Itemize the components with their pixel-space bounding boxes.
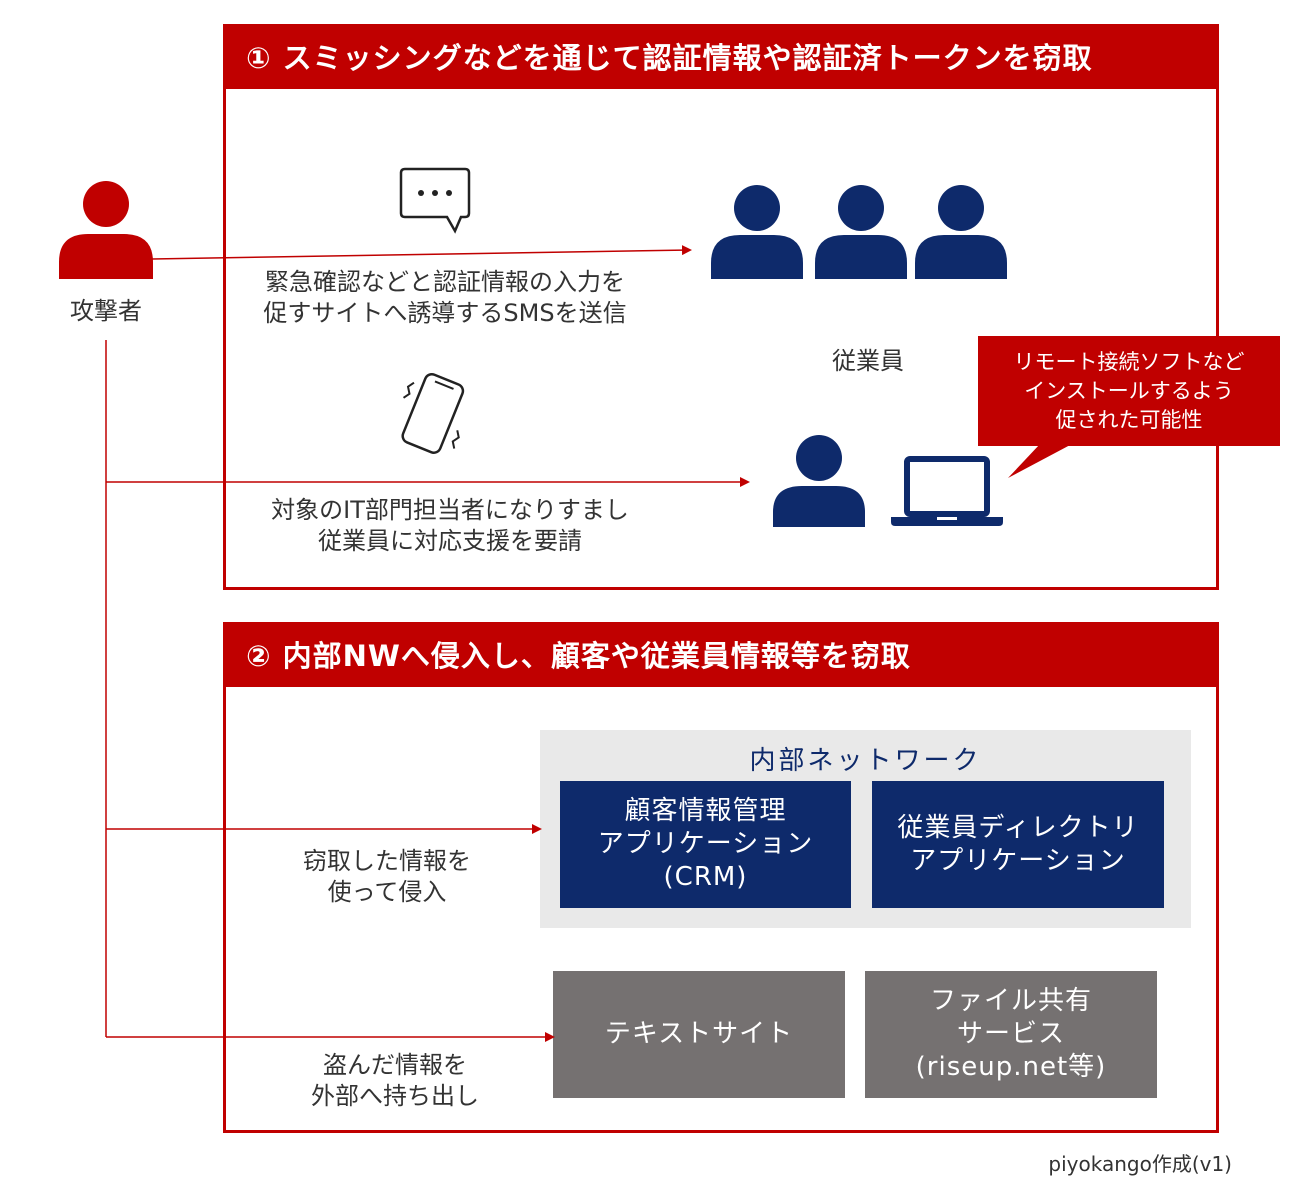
callout-tail bbox=[1008, 444, 1072, 478]
employees-label: 従業員 bbox=[832, 347, 904, 375]
remote-software-callout: リモート接続ソフトなど インストールするよう 促された可能性 bbox=[978, 336, 1280, 446]
impersonation-description: 対象のIT部門担当者になりすまし 従業員に対応支援を要請 bbox=[271, 496, 629, 555]
vibrating-phone-icon bbox=[401, 372, 465, 454]
employee-icon bbox=[915, 185, 1007, 279]
section-2-title: ② 内部NWへ侵入し、顧客や従業員情報等を窃取 bbox=[226, 625, 1216, 687]
intrusion-description: 窃取した情報を 使って侵入 bbox=[303, 847, 471, 906]
target-employee-icon bbox=[773, 435, 865, 527]
file-share-box: ファイル共有 サービス (riseup.net等) bbox=[865, 971, 1157, 1098]
exfiltration-description: 盗んだ情報を 外部へ持ち出し bbox=[311, 1051, 479, 1110]
internal-network-title: 内部ネットワーク bbox=[749, 746, 982, 776]
laptop-icon bbox=[891, 456, 1003, 526]
text-site-box: テキストサイト bbox=[553, 971, 845, 1098]
employee-icon bbox=[815, 185, 907, 279]
attacker-icon bbox=[59, 181, 153, 279]
crm-application-box: 顧客情報管理 アプリケーション (CRM) bbox=[560, 781, 851, 908]
section-1-panel: ① スミッシングなどを通じて認証情報や認証済トークンを窃取 bbox=[223, 24, 1219, 590]
employee-icon bbox=[711, 185, 803, 279]
author-credit: piyokango作成(v1) bbox=[1048, 1152, 1232, 1176]
chat-bubble-icon bbox=[399, 167, 471, 234]
sms-description: 緊急確認などと認証情報の入力を 促すサイトへ誘導するSMSを送信 bbox=[263, 268, 627, 327]
attacker-label: 攻撃者 bbox=[70, 297, 142, 325]
section-1-title: ① スミッシングなどを通じて認証情報や認証済トークンを窃取 bbox=[226, 27, 1216, 89]
sms-arrow bbox=[151, 245, 692, 260]
employee-directory-box: 従業員ディレクトリ アプリケーション bbox=[872, 781, 1164, 908]
